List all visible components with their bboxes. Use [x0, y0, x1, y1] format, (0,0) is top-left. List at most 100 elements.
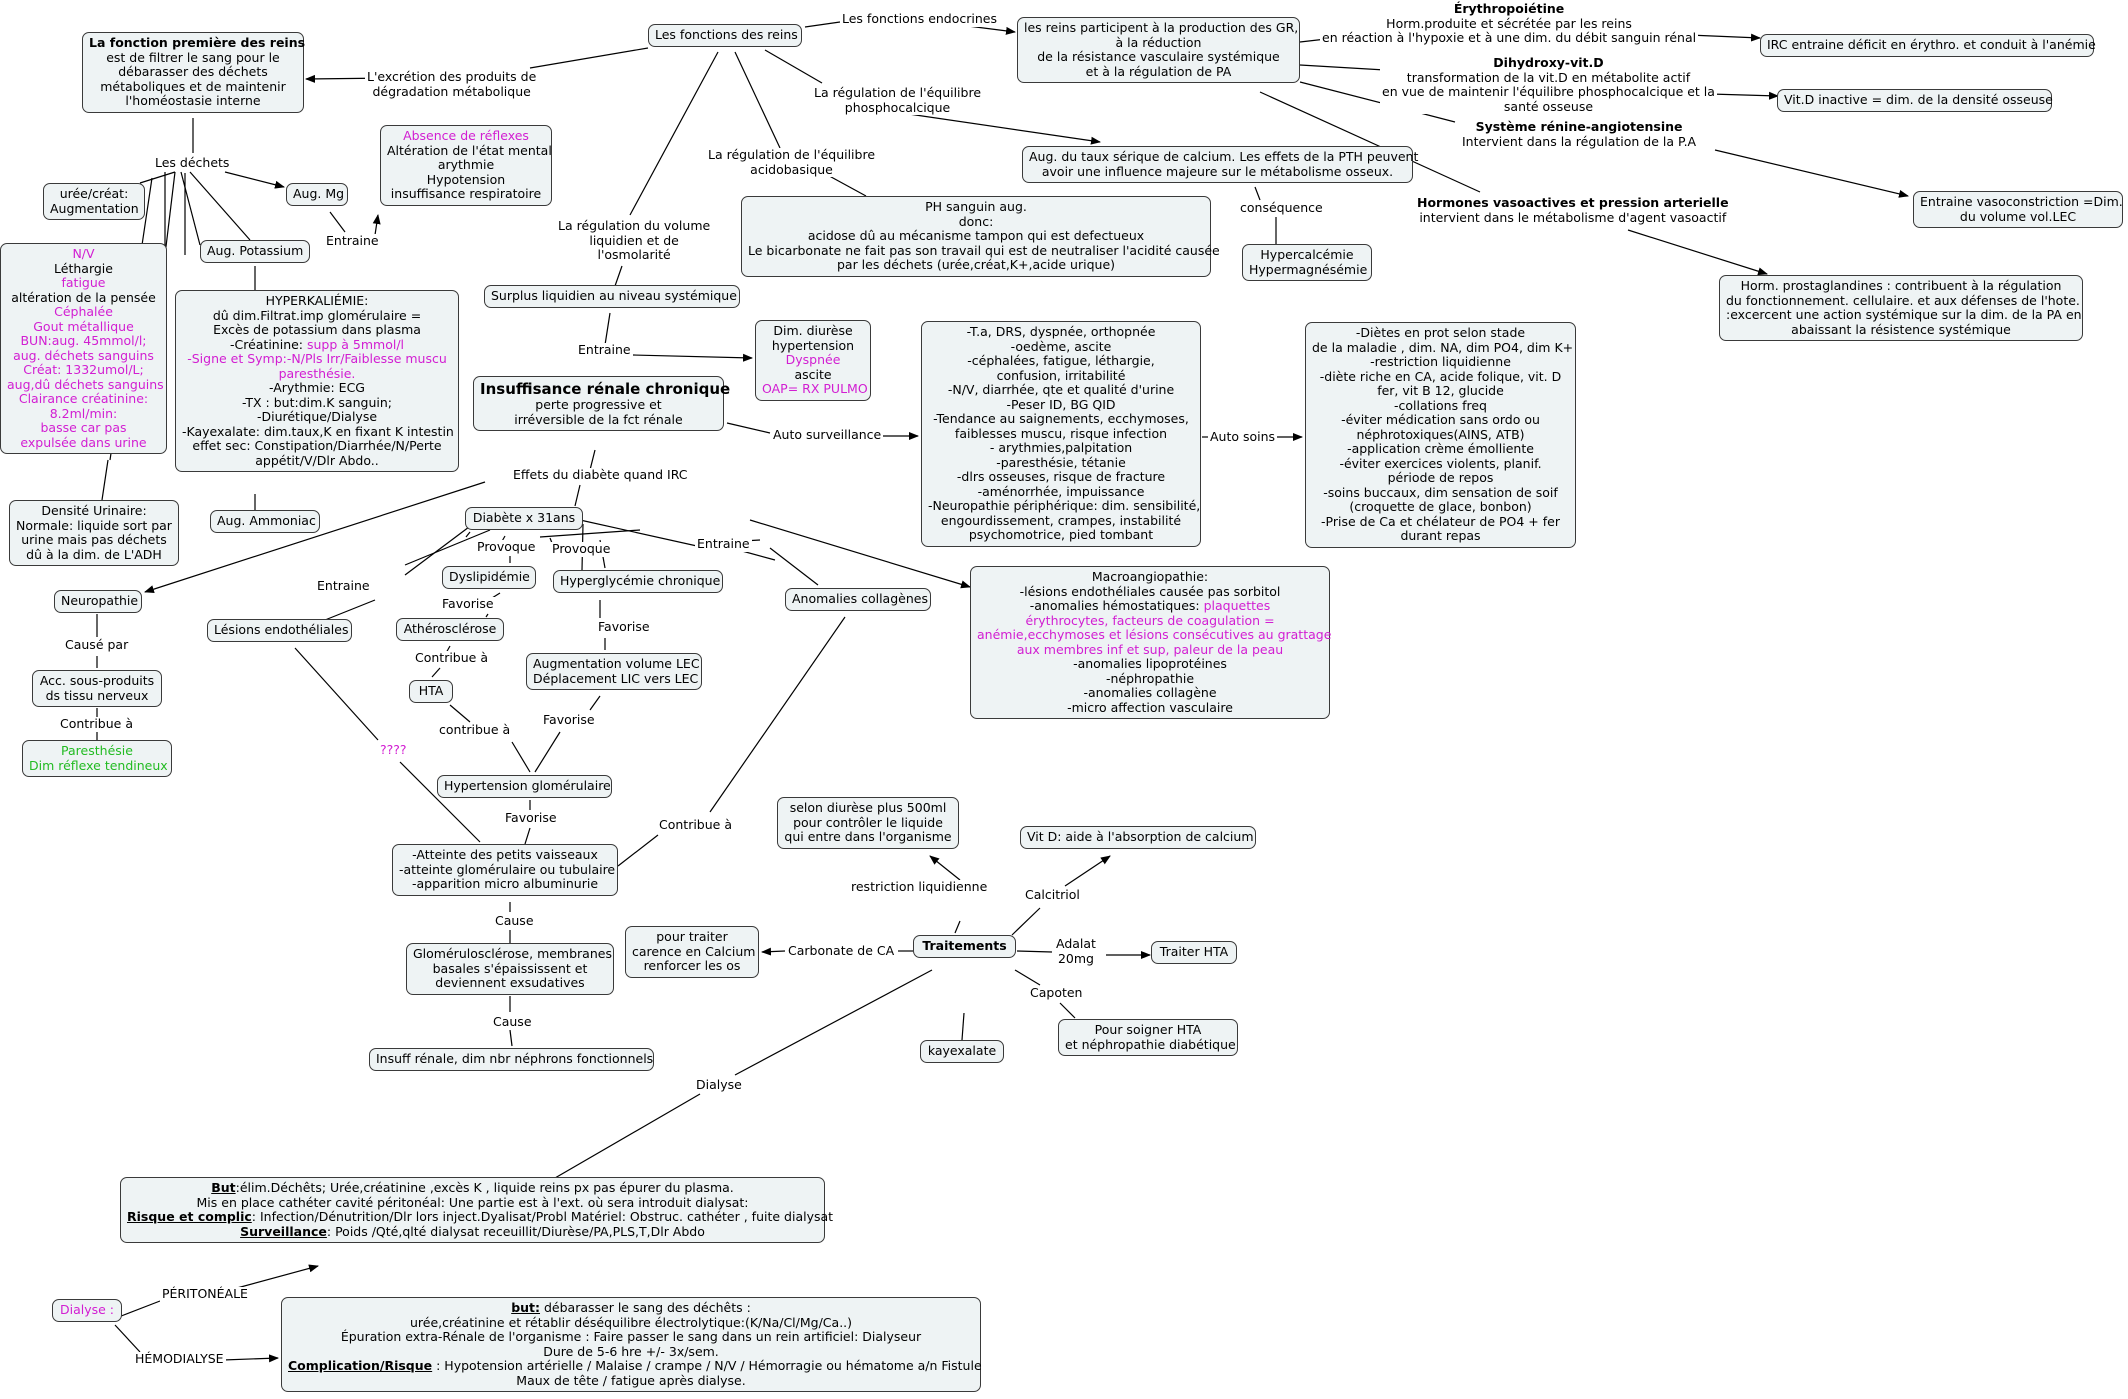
node-surplus-liquidien[interactable]: Surplus liquidien au niveau systémique [484, 285, 740, 308]
node-dyslipidemie[interactable]: Dyslipidémie [442, 566, 536, 589]
text-line: Lésions endothéliales [214, 622, 349, 637]
node-ph-sanguin[interactable]: PH sanguin aug.donc:acidose dû au mécani… [741, 196, 1220, 277]
text-line: érythrocytes, facteurs de coagulation = [1025, 612, 1275, 628]
node-traitements[interactable]: Traitements [913, 935, 1016, 958]
node-aug-mg[interactable]: Aug. Mg [286, 183, 348, 206]
node-anomalies-collagenes[interactable]: Anomalies collagènes [785, 588, 931, 611]
label-peritoneale: PÉRITONÉALE [160, 1286, 250, 1302]
text-line: Surplus liquidien au niveau systémique [491, 288, 737, 303]
text-line: effet sec: Constipation/Diarrhée/N/Perte [192, 438, 442, 453]
text-line: Le bicarbonate ne fait pas son travail q… [748, 242, 1220, 258]
text-line: est de filtrer le sang pour le [106, 49, 280, 65]
text-line: Hyperglycémie chronique [560, 573, 721, 588]
text-line: Entraine [697, 536, 750, 551]
node-vit-d[interactable]: Vit D: aide à l'absorption de calcium [1020, 826, 1256, 849]
node-vasoconstriction[interactable]: Entraine vasoconstriction =Dim.du volume… [1913, 191, 2123, 228]
text-line: urée,créatinine et rétablir déséquilibre… [409, 1314, 853, 1330]
node-hyperglycemie[interactable]: Hyperglycémie chronique [553, 570, 723, 593]
text-line: -application crème émolliente [1347, 441, 1534, 456]
text-line: Favorise [442, 596, 494, 611]
text-span: : Infection/Dénutrition/Dlr lors inject.… [251, 1209, 834, 1224]
text-line: Hypermagnésémie [1249, 261, 1368, 277]
text-line: -TX : but:dim.K sanguin; [242, 394, 392, 410]
node-lesions-endotheliales[interactable]: Lésions endothéliales [207, 619, 352, 642]
text-line: :excercent une action systémique sur la … [1726, 307, 2082, 322]
text-line: Entraine [317, 578, 370, 593]
text-line: -apparition micro albuminurie [411, 876, 599, 891]
text-line: Hormones vasoactives et pression arterie… [1417, 195, 1729, 210]
label-cause: Cause [491, 1014, 534, 1030]
text-line: Excès de potassium dans plasma [213, 322, 421, 337]
node-calcium-serique[interactable]: Aug. du taux sérique de calcium. Les eff… [1022, 146, 1418, 183]
node-prostaglandines[interactable]: Horm. prostaglandines : contribuent à la… [1719, 275, 2083, 341]
text-line: -aménorrhée, impuissance [977, 483, 1145, 499]
text-line: Entraine [326, 233, 379, 248]
node-kayexalate[interactable]: kayexalate [920, 1040, 1004, 1063]
node-uree-creat[interactable]: urée/créat:Augmentation [43, 183, 145, 220]
text-line: durant repas [1400, 528, 1481, 543]
text-line: Les fonctions des reins [655, 27, 798, 42]
node-hyperkaliemie[interactable]: HYPERKALIÉMIE:dû dim.Filtrat.imp gloméru… [175, 290, 459, 472]
label-favorise: Favorise [596, 619, 652, 635]
node-irc-erythro[interactable]: IRC entraine déficit en érythro. et cond… [1760, 34, 2096, 57]
text-line: Entraine [578, 342, 631, 357]
node-surveillance-list[interactable]: -T.a, DRS, dyspnée, orthopnée-oedème, as… [921, 321, 1201, 547]
text-line: selon diurèse plus 500ml [789, 800, 947, 815]
node-hypertension-glomerulaire[interactable]: Hypertension glomérulaire [437, 775, 612, 798]
text-line: basse car pas [40, 420, 127, 435]
node-aug-potassium[interactable]: Aug. Potassium [200, 240, 310, 263]
text-span: : Poids /Qté,qlté dialysat receuillit/Di… [326, 1223, 705, 1239]
node-atherosclerose[interactable]: Athérosclérose [396, 618, 504, 641]
node-vitd-inactive[interactable]: Vit.D inactive = dim. de la densité osse… [1777, 89, 2053, 112]
node-densite-urinaire[interactable]: Densité Urinaire:Normale: liquide sort p… [9, 500, 179, 566]
text-line: anémie,ecchymoses et lésions consécutive… [977, 627, 1332, 642]
label-favorise: Favorise [440, 596, 496, 612]
node-diabete[interactable]: Diabète x 31ans [465, 507, 583, 530]
node-hta[interactable]: HTA [409, 680, 453, 703]
node-dialyse-peritoneale[interactable]: But:élim.Déchêts; Urée,créatinine ,excès… [120, 1177, 833, 1243]
text-line: deviennent exsudatives [435, 975, 585, 990]
label-effets-diabete: Effets du diabète quand IRC [511, 467, 690, 483]
node-reins-participent[interactable]: les reins participent à la production de… [1017, 17, 1300, 83]
node-dialyse[interactable]: Dialyse : [52, 1299, 122, 1322]
text-line: Insuffisance rénale chronique [480, 380, 731, 398]
text-line: de la maladie , dim. NA, dim PO4, dim K+ [1312, 339, 1574, 355]
text-line: Contribue à [659, 817, 732, 832]
text-line: Traiter HTA [1159, 944, 1229, 959]
node-insuff-renale[interactable]: Insuff rénale, dim nbr néphrons fonction… [369, 1048, 654, 1071]
node-hemodialyse[interactable]: but: débarasser le sang des déchêts :uré… [281, 1297, 982, 1392]
text-line: Hypercalcémie [1260, 247, 1354, 262]
text-line: Densité Urinaire: [41, 503, 147, 518]
node-atteintes-vaisseaux[interactable]: -Atteinte des petits vaisseaux-atteinte … [392, 844, 618, 896]
text-line: Athérosclérose [403, 621, 497, 636]
text-line: -Signe et Symp:-N/Pls Irr/Faiblesse musc… [187, 351, 447, 366]
node-macroangiopathie[interactable]: Macroangiopathie:-lésions endothéliales … [970, 566, 1332, 719]
node-aug-ammoniac[interactable]: Aug. Ammoniac [210, 510, 320, 533]
node-fonctions-reins[interactable]: Les fonctions des reins [648, 24, 802, 47]
text-line: Maux de tête / fatigue après dialyse. [516, 1372, 746, 1388]
text-line: Absence de réflexes [403, 128, 529, 143]
text-line: et à la régulation de PA [1085, 63, 1232, 79]
text-line: néphrotoxiques(AINS, ATB) [1356, 426, 1525, 442]
label-hemodialyse: HÉMODIALYSE [133, 1351, 226, 1367]
text-line: par les déchets (urée,créat,K+,acide uri… [836, 257, 1116, 272]
node-neuropathie[interactable]: Neuropathie [54, 590, 142, 613]
node-traiter-hta[interactable]: Traiter HTA [1151, 941, 1237, 964]
text-line: Créat: 1332umol/L; [23, 362, 144, 377]
text-line: Auto soins [1210, 429, 1276, 444]
